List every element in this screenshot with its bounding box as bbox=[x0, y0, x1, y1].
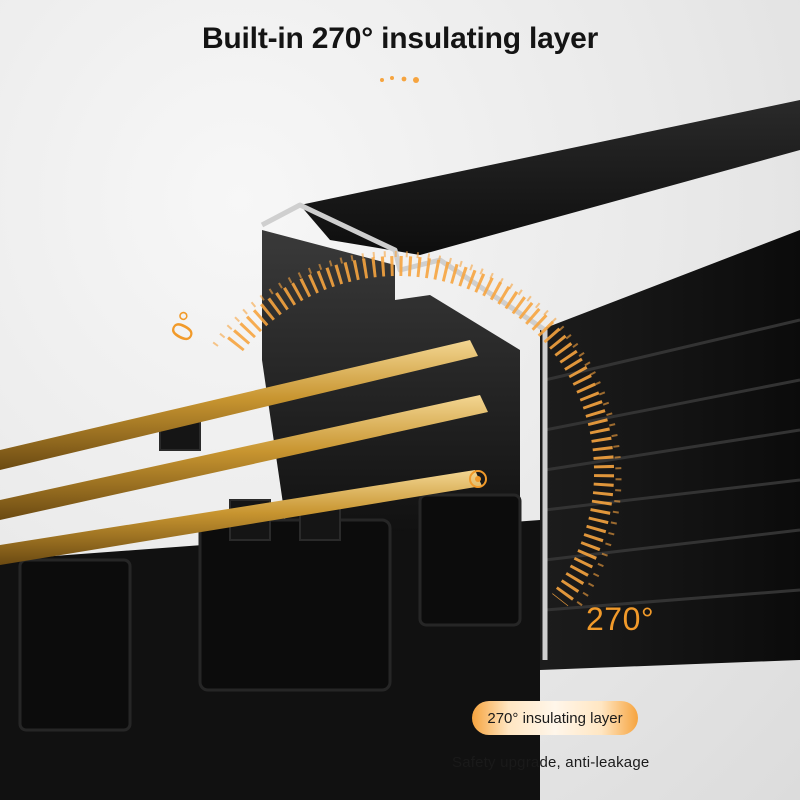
connector-block bbox=[198, 518, 392, 692]
copper-conductor bbox=[0, 470, 482, 565]
feature-badge-label: 270° insulating layer bbox=[487, 709, 623, 727]
insulation-arc bbox=[212, 250, 622, 612]
target-marker-icon bbox=[469, 470, 487, 488]
connector-block bbox=[18, 558, 132, 732]
rail-top-surface bbox=[300, 100, 800, 255]
feature-badge: 270° insulating layer bbox=[472, 701, 638, 735]
angle-end-label: 270° bbox=[586, 601, 655, 637]
arc-dots bbox=[380, 76, 419, 83]
copper-conductor bbox=[0, 395, 488, 520]
connector-block bbox=[418, 493, 522, 627]
copper-conductor bbox=[0, 340, 478, 470]
page-title: Built-in 270° insulating layer bbox=[201, 22, 599, 55]
feature-caption: Safety upgrade, anti-leakage bbox=[452, 754, 650, 771]
